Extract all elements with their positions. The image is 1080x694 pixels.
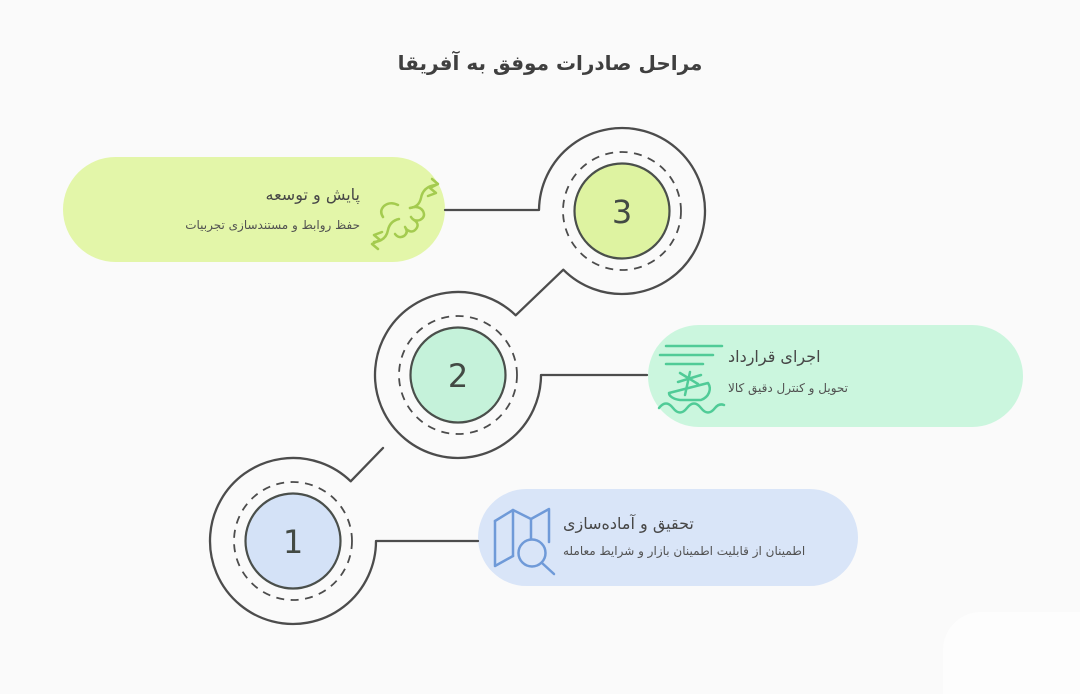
step-2-dashed-ring — [398, 315, 518, 435]
step-3-number: 3 — [612, 193, 632, 231]
step-1-number: 1 — [283, 523, 303, 561]
ship-spar-2 — [678, 371, 700, 386]
handshake-knuckle-3 — [393, 225, 408, 239]
handshake-knuckle-2 — [404, 218, 419, 233]
connector-path-bottom — [208, 446, 480, 626]
step-2-circle — [409, 326, 507, 424]
page-title: مراحل صادرات موفق به آفریقا — [398, 50, 703, 75]
step-2-title: اجرای قرارداد — [728, 347, 821, 367]
ship-mast — [683, 370, 692, 397]
map-left-edge — [493, 519, 515, 568]
step-3-subtitle: حفظ روابط و مستندسازی تجربیات — [185, 218, 360, 233]
handshake-cuff-left — [370, 230, 384, 251]
handshake-cuff-right — [426, 177, 440, 198]
cargo-ship-icon — [657, 344, 726, 414]
map-search-icon — [493, 507, 556, 576]
step-2-subtitle: تحویل و کنترل دقیق کالا — [728, 381, 848, 396]
step-1-circle — [244, 492, 342, 590]
step-3-circle — [573, 162, 671, 260]
magnifier-handle — [540, 561, 556, 576]
step-2-pill — [648, 325, 1023, 427]
step-2-number: 2 — [448, 357, 468, 395]
step-1-dashed-ring — [233, 481, 353, 601]
connector-path-top — [373, 126, 707, 460]
step-1-title: تحقیق و آماده‌سازی — [563, 514, 694, 534]
handshake-icon — [370, 177, 440, 251]
magnifier-lens — [517, 538, 547, 568]
ship-hull — [667, 381, 711, 402]
step-3-title: پایش و توسعه — [266, 185, 361, 205]
step-1-pill — [478, 489, 858, 586]
watermark-plate — [943, 612, 1080, 694]
handshake-thumb — [380, 202, 400, 219]
step-3-dashed-ring — [562, 151, 682, 271]
ship-waves — [657, 402, 726, 414]
step-3-pill — [63, 157, 445, 262]
step-1-subtitle: اطمینان از قابلیت اطمینان بازار و شرایط … — [563, 544, 805, 559]
